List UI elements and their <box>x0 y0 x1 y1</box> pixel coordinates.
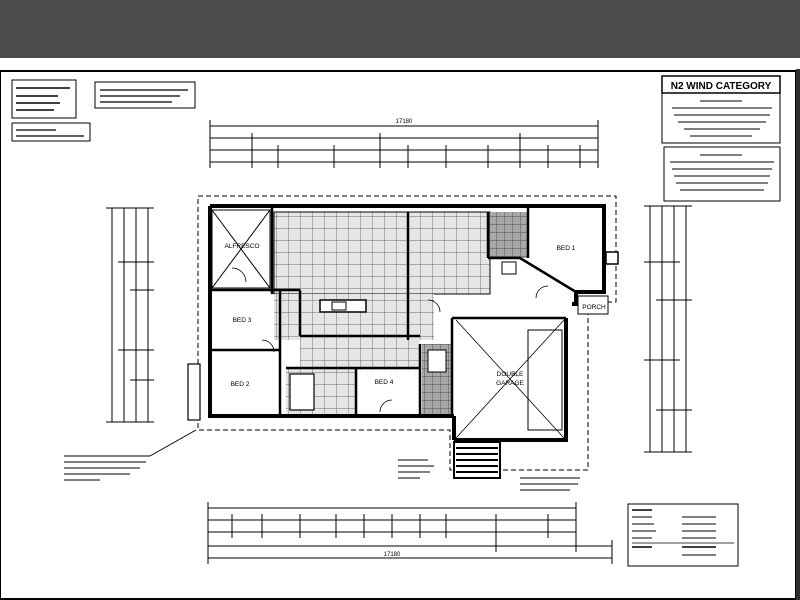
garage-outline <box>455 319 565 439</box>
laundry-tub <box>501 261 517 275</box>
room-label-alfresco: ALFRESCO <box>224 243 259 250</box>
room-label-garage-2: GARAGE <box>496 380 524 387</box>
notes-block <box>11 79 196 142</box>
overall-dimension-top: 17180 <box>396 119 413 125</box>
viewer-toolbar <box>0 0 800 58</box>
bottom-dimensions <box>207 502 613 564</box>
meter-box <box>605 251 619 265</box>
room-label-porch: PORCH <box>582 304 606 311</box>
left-dimensions <box>106 207 154 423</box>
wind-category-label: N2 WIND CATEGORY <box>671 81 772 92</box>
porch <box>577 295 609 315</box>
room-label-bed1: BED 1 <box>557 245 576 252</box>
house-walls <box>208 204 606 442</box>
area-schedule <box>627 503 739 567</box>
top-dimensions <box>209 120 599 168</box>
overall-dimension-bottom: 17180 <box>384 552 401 558</box>
floor-plan-sheet: N2 WIND CATEGORY 17180 <box>0 69 800 600</box>
driveway-steps <box>453 441 501 479</box>
right-dimensions <box>644 205 692 453</box>
window-notes-left <box>64 429 197 481</box>
room-label-garage-1: DOUBLE <box>497 371 524 378</box>
page-scrollbar[interactable] <box>796 69 800 600</box>
west-window-wall <box>187 363 201 421</box>
window-notes-bottom <box>398 459 580 491</box>
interior-walls <box>212 208 577 416</box>
roof-outline <box>197 195 617 471</box>
room-label-bed4: BED 4 <box>375 379 394 386</box>
vanity <box>427 349 447 373</box>
bath <box>289 373 315 411</box>
room-label-bed3: BED 3 <box>233 317 252 324</box>
wind-category-block: N2 WIND CATEGORY <box>661 75 781 202</box>
room-label-bed2: BED 2 <box>231 381 250 388</box>
door-swings <box>231 267 549 413</box>
sink <box>331 301 347 311</box>
alfresco-outline <box>211 209 271 289</box>
